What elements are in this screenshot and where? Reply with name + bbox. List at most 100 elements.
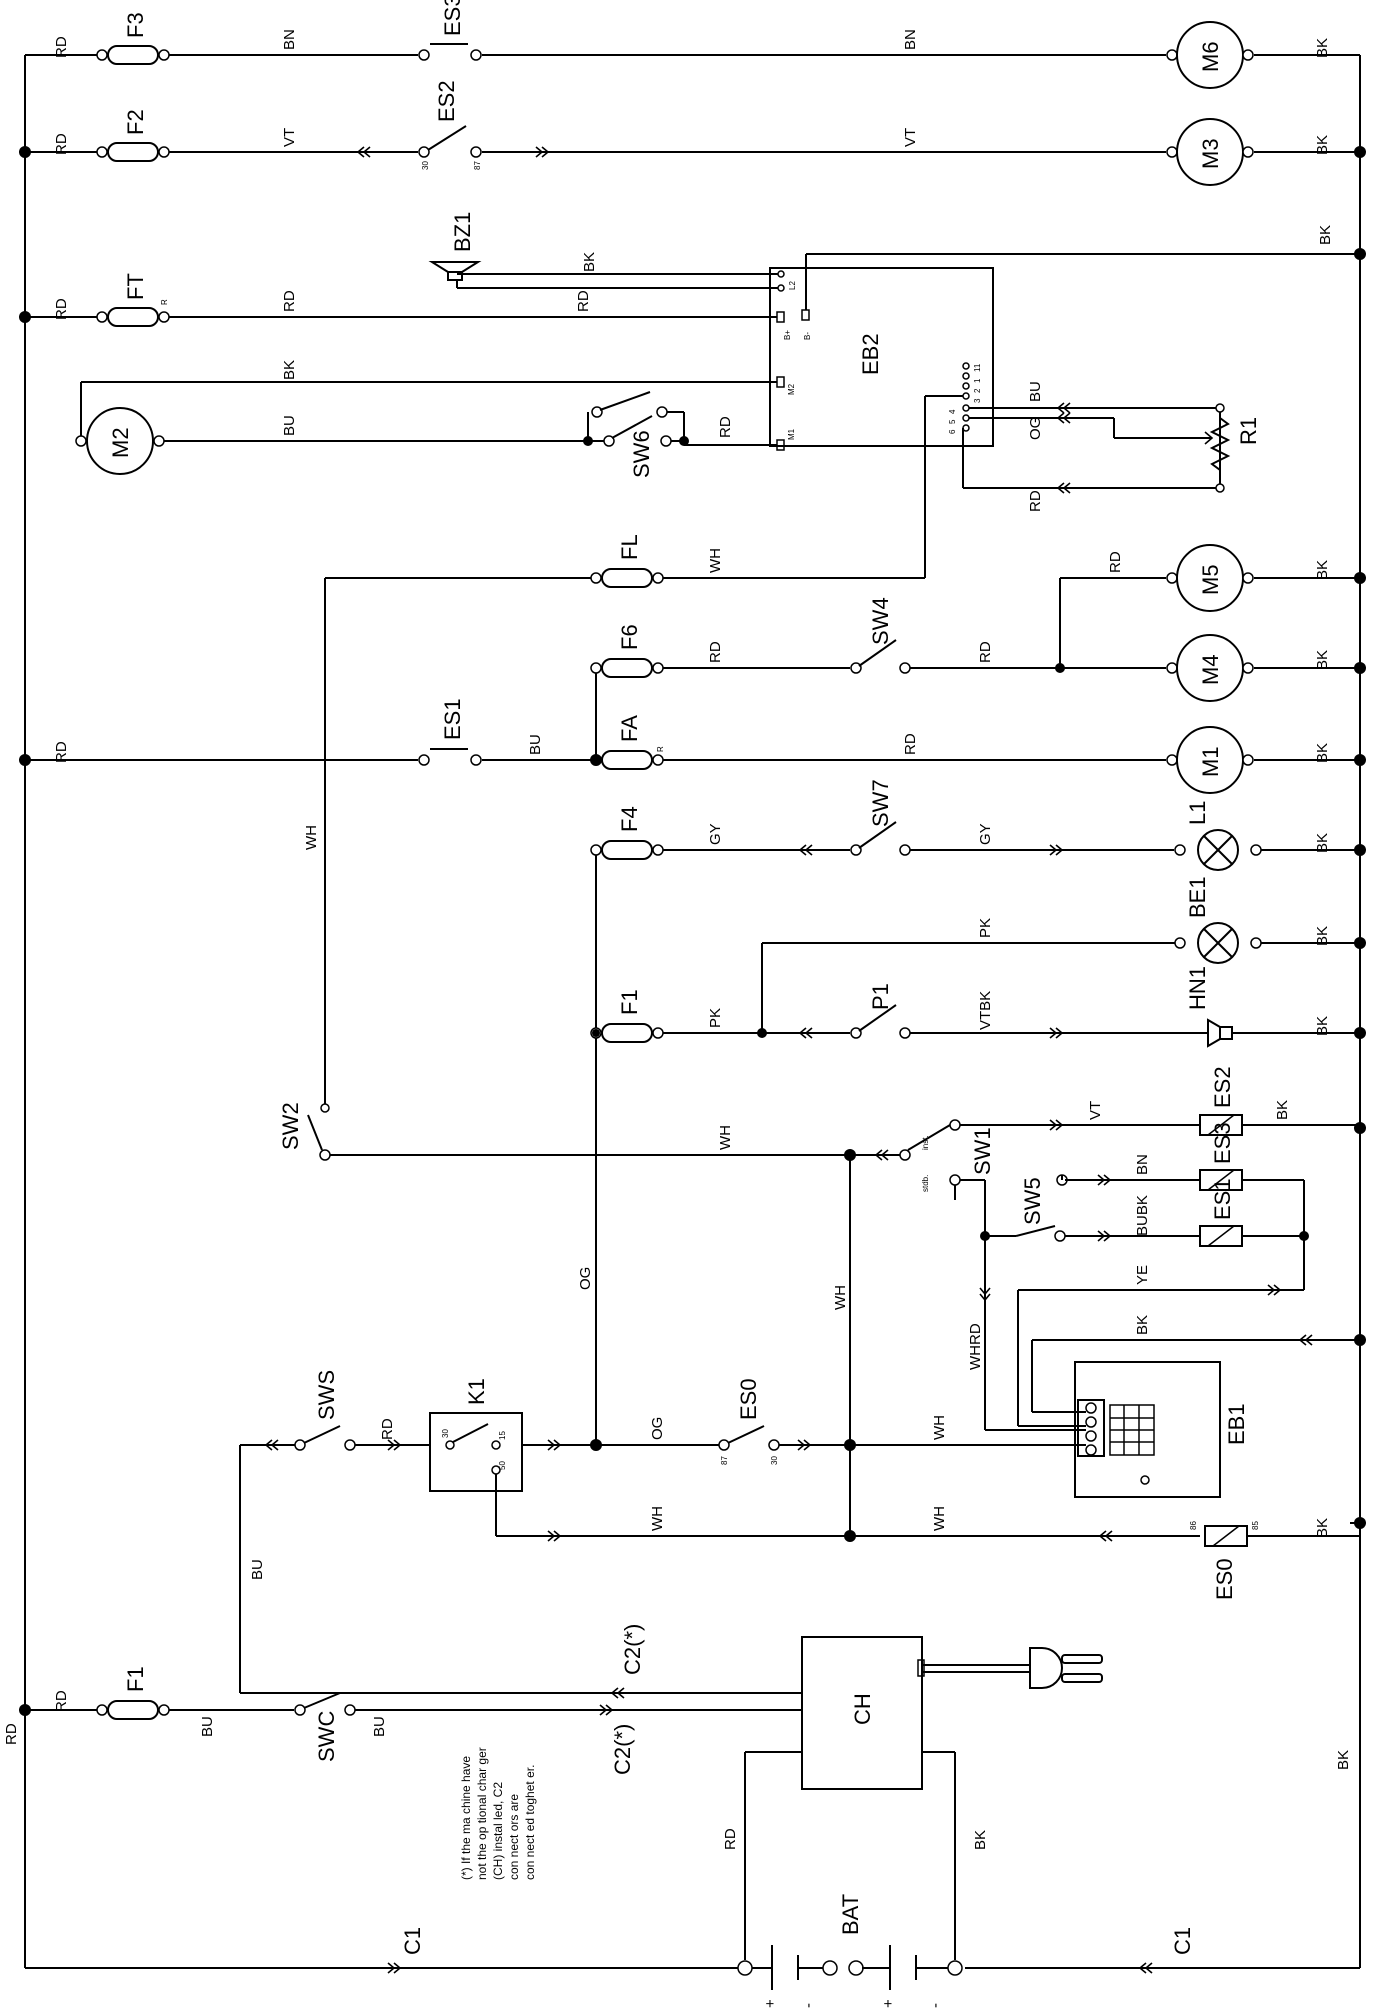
fuse-f3 xyxy=(107,45,159,65)
wire-label: BK xyxy=(1314,135,1331,155)
wire-label: WH xyxy=(931,1415,948,1440)
switch-label-swc: SWC xyxy=(314,1711,339,1762)
valve-label-es3: ES3 xyxy=(1210,1122,1235,1164)
pin-label: 87 xyxy=(720,1456,729,1465)
pushbutton-label-p1: P1 xyxy=(868,983,893,1010)
charger-label-ch: CH xyxy=(850,1693,875,1725)
wire-label: RD xyxy=(902,733,919,755)
note-line: (CH) instal led, C2 xyxy=(491,1782,505,1880)
circuit-m1: RD ES1 BU FA R RD M1 BK xyxy=(25,698,1360,794)
wire-label: WH xyxy=(832,1285,849,1310)
charger-note: (*) If the ma chine have not the op tion… xyxy=(459,1747,537,1880)
wire-label: RD xyxy=(379,1418,396,1440)
circuit-m6: RD F3 BN ES3 BN M6 BK xyxy=(25,0,1360,89)
wire-label: RD xyxy=(722,1828,739,1850)
switch-label-sws: SWS xyxy=(314,1370,339,1420)
fuse-label-fl: FL xyxy=(617,534,642,560)
wire-label: RD xyxy=(53,36,70,58)
wire-label: BU xyxy=(371,1716,388,1737)
bus-lines xyxy=(24,55,1361,1969)
pin-label: 3 xyxy=(973,398,982,403)
wire-label: RD xyxy=(1027,490,1044,512)
wire-label: BU xyxy=(199,1716,216,1737)
wire-label: BK xyxy=(1314,1016,1331,1036)
circuit-k1: SWS RD K1 30 15 50 OG ES0 87 30 WH WH WH… xyxy=(239,1155,1360,1693)
circuit-m3: RD F2 VT ES2 30 87 VT M3 BK xyxy=(25,80,1360,186)
wire-label: BN xyxy=(902,29,919,50)
circuit-charger: RD F1 BU SWC BU C2(*) C2(*) CH RD BK xyxy=(25,1624,1195,2008)
battery-sign: - xyxy=(800,2003,817,2008)
wire-label: RD xyxy=(53,1690,70,1712)
bus-label-bk: BK xyxy=(1335,1750,1352,1770)
wire-label: RD xyxy=(53,741,70,763)
wire-label: BK xyxy=(1314,38,1331,58)
pin-label: R xyxy=(160,299,169,305)
motor-label-m3: M3 xyxy=(1198,138,1223,169)
pin-label: B+ xyxy=(783,330,792,340)
wire-label: OG xyxy=(1027,417,1044,440)
pin-label: stdb. xyxy=(921,1175,930,1192)
connector-label-c1-right: C1 xyxy=(1170,1927,1195,1955)
fuse-fa xyxy=(601,750,653,770)
valve-contact-label-es1: ES1 xyxy=(440,698,465,740)
relay-label-k1: K1 xyxy=(464,1378,489,1405)
pin-label: 30 xyxy=(441,1429,450,1438)
fuse-label-f3: F3 xyxy=(123,12,148,38)
wire-label: GY xyxy=(707,823,724,845)
pin-label: 30 xyxy=(770,1456,779,1465)
fuse-f4 xyxy=(601,1023,653,1043)
battery-sign: + xyxy=(762,1999,779,2008)
wire-label: BU xyxy=(281,415,298,436)
valve-contact-label-es2: ES2 xyxy=(434,80,459,122)
bus-label-rd: RD xyxy=(3,1723,20,1745)
pin-label: inst. xyxy=(921,1135,930,1150)
wire-label: VT xyxy=(902,128,919,147)
battery-sign: + xyxy=(880,1999,897,2008)
wire-label: RD xyxy=(1107,551,1124,573)
note-line: con nect ed toghet er. xyxy=(523,1765,537,1880)
fuse-label-f4: F1 xyxy=(617,989,642,1015)
motor-label-m2: M2 xyxy=(108,427,133,458)
connector-label-c2-bottom: C2(*) xyxy=(610,1724,635,1775)
valve-contact-label-es0: ES0 xyxy=(736,1378,761,1420)
fuse-label-f6: F6 xyxy=(617,624,642,650)
wire-label: OG xyxy=(649,1417,666,1440)
pin-label: 4 xyxy=(948,409,957,414)
valve-contact-label-es3: ES3 xyxy=(440,0,465,36)
note-line: (*) If the ma chine have xyxy=(459,1756,473,1880)
switch-label-sw5: SW6 xyxy=(629,430,654,478)
wire-label: BN xyxy=(281,29,298,50)
wire-label: OG xyxy=(577,1267,594,1290)
battery-sign: - xyxy=(927,2003,944,2008)
circuit-eb2: EB2 B- BK BZ1 BK L2 B+ RD FT R RD RD M2 xyxy=(25,212,1360,512)
lamp-label-be1: BE1 xyxy=(1185,876,1210,918)
wire-label: BK xyxy=(1274,1100,1291,1120)
wire-label: PK xyxy=(707,1008,724,1028)
lamp-label-l1: L1 xyxy=(1185,801,1210,825)
circuit-fl: FL WH WH xyxy=(303,395,963,1113)
fuse-label-f2: F2 xyxy=(123,109,148,135)
wire-label: PK xyxy=(977,918,994,938)
motor-label-m4: M4 xyxy=(1198,654,1223,685)
charger-ch xyxy=(801,1636,923,1790)
valve-label-es0: ES0 xyxy=(1212,1558,1237,1600)
motor-label-m6: M6 xyxy=(1198,41,1223,72)
fuse-fl xyxy=(601,568,653,588)
pin-label: 15 xyxy=(498,1431,507,1440)
fuse-label-fa: FA xyxy=(617,715,642,742)
wire-label: BK xyxy=(1314,926,1331,946)
pin-label: 2 xyxy=(973,388,982,393)
circuit-sw6: SW5 BN BUBK ES3 ES1 YE BK WHRD EB1 xyxy=(960,1122,1360,1498)
switch-label-sw6: SW5 xyxy=(1020,1177,1045,1225)
wire-label: BK xyxy=(1314,650,1331,670)
battery-label-bat: BAT xyxy=(838,1894,863,1935)
valve-label-es1: ES1 xyxy=(1210,1178,1235,1220)
pin-label: 5 xyxy=(948,419,957,424)
connector-label-c2-top: C2(*) xyxy=(620,1624,645,1675)
circuit-l1: F4 GY SW7 GY L1 BK xyxy=(590,779,1360,1445)
wire-label: VT xyxy=(1087,1101,1104,1120)
wire-label: VT xyxy=(281,128,298,147)
wire-label: BU xyxy=(527,734,544,755)
circuit-hn1: F1 PK P1 VTBK HN1 BK xyxy=(590,966,1360,1048)
